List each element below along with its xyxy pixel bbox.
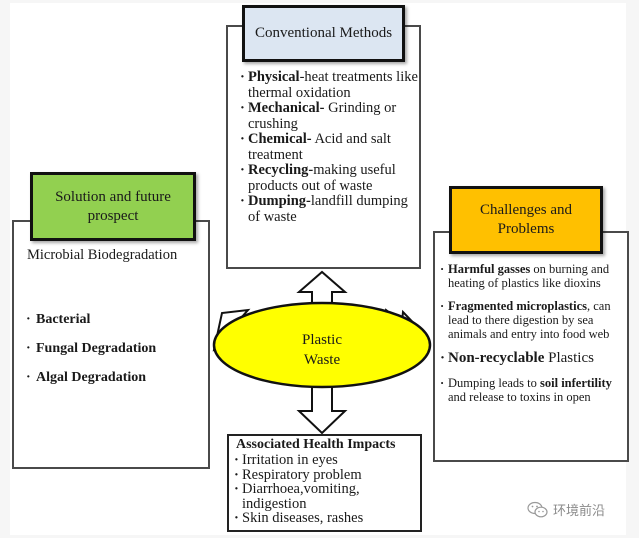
item-text: Dumping leads to: [448, 376, 541, 390]
list-item: Physical-heat treatments like thermal ox…: [240, 69, 420, 101]
challenges-header: Challenges and Problems: [449, 186, 603, 254]
watermark-text: 环境前沿: [553, 504, 606, 519]
conventional-methods-title: Conventional Methods: [254, 25, 393, 41]
list-item: Respiratory problem: [234, 467, 419, 483]
plastic-waste-label: Plastic Waste: [274, 330, 370, 370]
solution-list: Bacterial Fungal Degradation Algal Degra…: [26, 311, 156, 398]
center-label-line2: Waste: [303, 352, 341, 368]
item-text: -heat treatments like thermal oxidation: [248, 69, 418, 101]
health-impacts-list: Irritation in eyes Respiratory problem D…: [234, 453, 419, 526]
center-label-line1: Plastic: [302, 332, 342, 348]
plastic-waste-ellipse: [212, 301, 432, 389]
list-item: Skin diseases, rashes: [234, 511, 419, 526]
item-bold: Dumping-: [248, 193, 311, 209]
item-bold: soil infertility: [540, 376, 612, 390]
item-text: Plastics: [544, 350, 594, 366]
list-item: Chemical- Acid and salt treatment: [240, 131, 420, 163]
list-item: Fragmented microplastics, can lead to th…: [440, 299, 630, 341]
item-bold: Non-recyclable: [448, 350, 545, 366]
solution-subtitle: Microbial Biodegradation: [27, 247, 178, 263]
item-text: making useful products out of waste: [248, 162, 396, 194]
conventional-methods-list: Physical-heat treatments like thermal ox…: [240, 69, 420, 225]
watermark: 环境前沿: [527, 500, 605, 519]
list-item: Algal Degradation: [26, 369, 156, 386]
solution-title: Solution and future prospect: [55, 188, 171, 224]
list-item: Irritation in eyes: [234, 453, 419, 468]
item-text: on burning and heating of plastics like …: [448, 262, 610, 290]
conventional-methods-header: Conventional Methods: [242, 5, 405, 62]
health-impacts-title: Associated Health Impacts: [236, 437, 396, 452]
list-item: Bacterial: [26, 311, 156, 328]
item-bold: Fragmented microplastics: [448, 299, 587, 313]
solution-header: Solution and future prospect: [30, 172, 196, 241]
item-bold: Recycling-: [248, 162, 314, 178]
item-bold: Physical: [248, 69, 300, 85]
challenges-title: Challenges and Problems: [479, 202, 573, 237]
item-bold: Mechanical-: [248, 100, 325, 116]
list-item: Fungal Degradation: [26, 340, 156, 357]
arrow-down-to-health: [296, 384, 348, 435]
item-text: Grinding or crushing: [248, 100, 397, 132]
list-item: Non-recyclable Plastics: [440, 350, 630, 367]
list-item: Recycling-making useful products out of …: [240, 162, 420, 194]
list-item: Mechanical- Grinding or crushing: [240, 100, 420, 132]
item-bold: Chemical-: [248, 131, 312, 147]
challenges-list: Harmful gasses on burning and heating of…: [440, 262, 630, 413]
item-text: , can lead to there digestion by sea ani…: [448, 299, 611, 341]
list-item: Harmful gasses on burning and heating of…: [440, 262, 630, 290]
list-item: Diarrhoea,vomiting, indigestion: [234, 482, 419, 511]
list-item: Dumping leads to soil infertility and re…: [440, 376, 630, 404]
item-bold: Harmful gasses: [448, 262, 531, 276]
item-text: Acid and salt treatment: [248, 131, 391, 163]
wechat-icon: [527, 501, 548, 517]
item-text: landfill dumping of waste: [248, 193, 408, 225]
item-text: and release to toxins in open: [448, 390, 591, 404]
list-item: Dumping-landfill dumping of waste: [240, 193, 420, 225]
